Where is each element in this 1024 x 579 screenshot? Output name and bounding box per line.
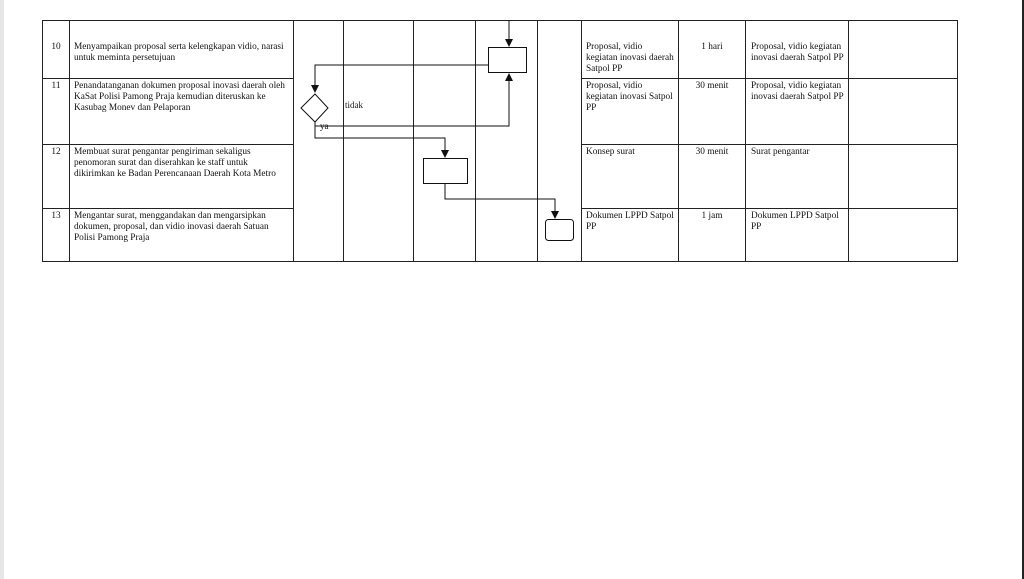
decision-yes-label: ya — [320, 121, 329, 131]
row-12-activity: Membuat surat pengantar pengiriman sekal… — [74, 147, 276, 179]
row-12-time: 30 menit — [695, 147, 729, 157]
end-terminator — [545, 219, 574, 241]
row-12-input: Konsep surat — [586, 147, 635, 157]
row-13-output: Dokumen LPPD Satpol PP — [751, 211, 839, 232]
row-12-output: Surat pengantar — [751, 147, 810, 157]
row-13-time: 1 jam — [701, 211, 723, 221]
scan-edge-right — [1022, 0, 1024, 579]
scan-edge-left — [0, 0, 4, 579]
row-10-time: 1 hari — [701, 42, 723, 52]
row-13-input: Dokumen LPPD Satpol PP — [586, 211, 674, 232]
row-11-input: Proposal, vidio kegiatan inovasi Satpol … — [586, 81, 673, 113]
row-10-activity: Menyampaikan proposal serta kelengkapan … — [74, 42, 284, 63]
row-12-number: 12 — [51, 147, 61, 157]
row-10-input: Proposal, vidio kegiatan inovasi daerah … — [586, 42, 674, 74]
process-box-row-12 — [423, 158, 468, 184]
row-11-number: 11 — [51, 81, 61, 91]
row-13-number: 13 — [51, 211, 61, 221]
row-10-number: 10 — [51, 42, 61, 52]
sop-flowchart-table: tidak ya 10 Menyampaikan proposal serta … — [42, 20, 958, 262]
process-box-row-10 — [488, 47, 527, 73]
flowchart-diagram — [300, 20, 574, 241]
decision-diamond — [300, 93, 329, 123]
row-10-output: Proposal, vidio kegiatan inovasi daerah … — [751, 42, 844, 63]
row-11-activity: Penandatanganan dokumen proposal inovasi… — [74, 81, 285, 113]
row-11-time: 30 menit — [695, 81, 729, 91]
table-grid — [42, 20, 958, 262]
decision-no-label: tidak — [345, 100, 363, 110]
row-11-output: Proposal, vidio kegiatan inovasi daerah … — [751, 81, 844, 102]
row-13-activity: Mengantar surat, menggandakan dan mengar… — [74, 211, 269, 243]
